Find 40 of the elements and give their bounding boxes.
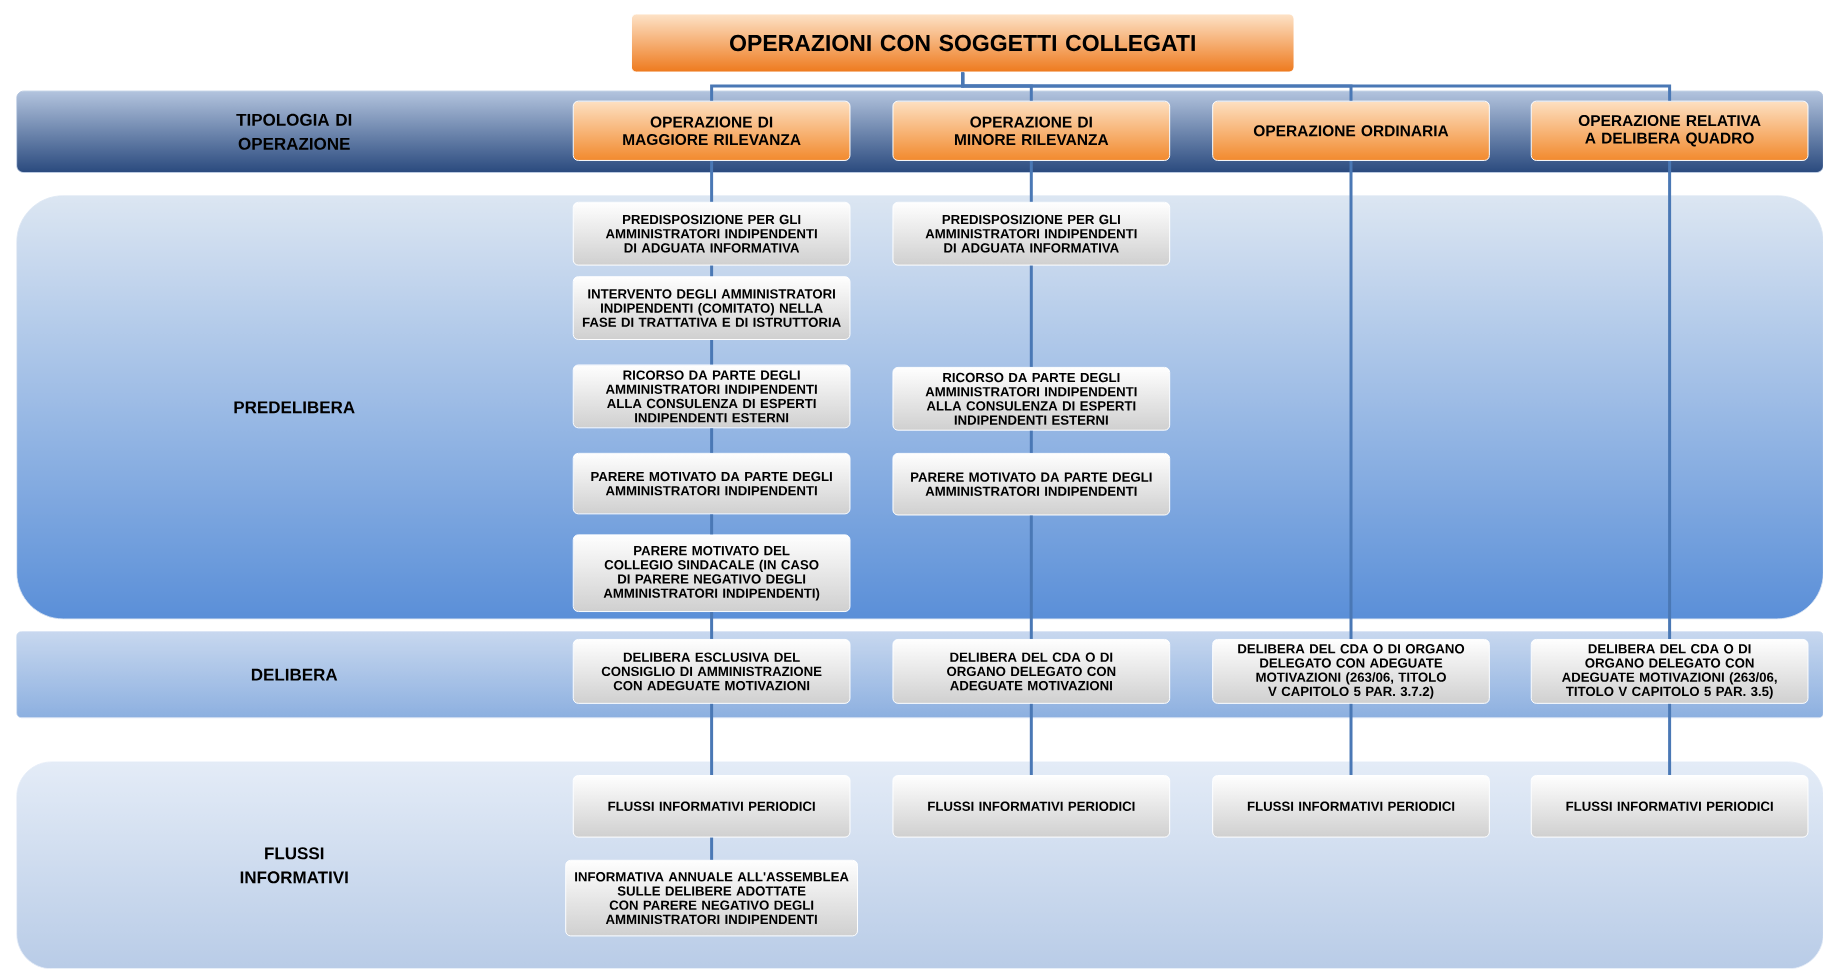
step-box: FLUSSI INFORMATIVI PERIODICI — [1212, 775, 1490, 838]
step-box: DELIBERA DEL CDA O DI ORGANO DELEGATO CON ADEGUATE MOTIVAZIONI — [892, 638, 1171, 704]
connector — [1349, 160, 1353, 639]
connector — [710, 160, 714, 202]
connector — [1029, 515, 1033, 639]
connector — [1668, 160, 1672, 639]
connector — [961, 72, 1672, 101]
type-box: OPERAZIONE DI MAGGIORE RILEVANZA — [572, 100, 851, 161]
connector — [710, 612, 714, 639]
step-box: FLUSSI INFORMATIVI PERIODICI — [572, 775, 851, 838]
title-box: OPERAZIONI CON SOGGETTI COLLEGATI — [630, 13, 1295, 73]
connector — [710, 340, 714, 365]
connector — [710, 428, 714, 453]
step-box: PARERE MOTIVATO DA PARTE DEGLI AMMINISTRATORI INDIPENDENTI — [892, 452, 1171, 516]
step-box: PARERE MOTIVATO DEL COLLEGIO SINDACALE (IN CASO DI PARERE NEGATIVO DEGLI AMMINISTRATORI INDIPENDENTI) — [572, 534, 851, 613]
step-box: INFORMATIVA ANNUALE ALL'ASSEMBLEA SULLE DELIBERE ADOTTATE CON PARERE NEGATIVO DEGLI AMMINISTRATORI INDIPENDENTI — [565, 859, 858, 937]
connector — [1029, 160, 1033, 202]
connector — [710, 265, 714, 277]
step-box: PREDISPOSIZIONE PER GLI AMMINISTRATORI INDIPENDENTI DI ADGUATA INFORMATIVA — [572, 201, 851, 266]
connector — [710, 514, 714, 535]
type-box: OPERAZIONE DI MINORE RILEVANZA — [892, 100, 1171, 161]
step-box: RICORSO DA PARTE DEGLI AMMINISTRATORI INDIPENDENTI ALLA CONSULENZA DI ESPERTI INDIPENDENTI ESTERNI — [572, 364, 851, 429]
connector — [1668, 703, 1672, 775]
connector — [1029, 265, 1033, 367]
step-box: PREDISPOSIZIONE PER GLI AMMINISTRATORI INDIPENDENTI DI ADGUATA INFORMATIVA — [892, 201, 1171, 266]
step-box: DELIBERA DEL CDA O DI ORGANO DELEGATO CON ADEGUATE MOTIVAZIONI (263/06, TITOLO V CAPITOLO 5 PAR. 3.7.2) — [1212, 638, 1490, 704]
step-box: INTERVENTO DEGLI AMMINISTRATORI INDIPENDENTI (COMITATO) NELLA FASE DI TRATTATIVA E DI ISTRUTTORIA — [572, 276, 851, 340]
type-box: OPERAZIONE RELATIVA A DELIBERA QUADRO — [1530, 100, 1809, 161]
step-box: FLUSSI INFORMATIVI PERIODICI — [1530, 775, 1809, 838]
connector — [710, 837, 714, 860]
step-box: PARERE MOTIVATO DA PARTE DEGLI AMMINISTRATORI INDIPENDENTI — [572, 452, 851, 515]
step-box: RICORSO DA PARTE DEGLI AMMINISTRATORI INDIPENDENTI ALLA CONSULENZA DI ESPERTI INDIPENDENTI ESTERNI — [892, 366, 1171, 431]
connector — [1349, 703, 1353, 775]
connector — [1029, 703, 1033, 775]
step-box: DELIBERA DEL CDA O DI ORGANO DELEGATO CON ADEGUATE MOTIVAZIONI (263/06, TITOLO V CAPITOLO 5 PAR. 3.5) — [1530, 638, 1809, 704]
type-box: OPERAZIONE ORDINARIA — [1212, 100, 1490, 161]
step-box: DELIBERA ESCLUSIVA DEL CONSIGLIO DI AMMINISTRAZIONE CON ADEGUATE MOTIVAZIONI — [572, 638, 851, 704]
connector — [710, 703, 714, 775]
step-box: FLUSSI INFORMATIVI PERIODICI — [892, 775, 1171, 838]
connector — [1029, 430, 1033, 453]
